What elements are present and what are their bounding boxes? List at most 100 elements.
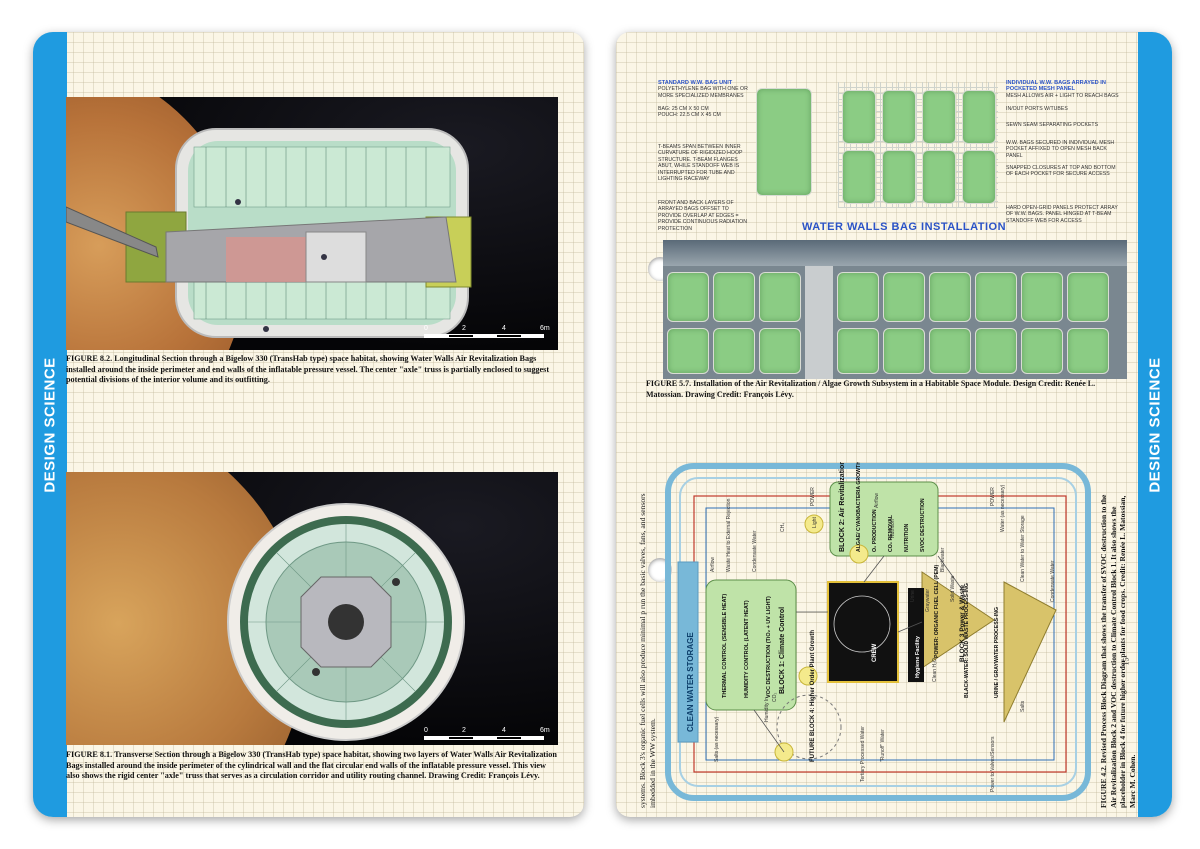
block-1-label: BLOCK 1: Climate Control <box>779 607 786 694</box>
mesh-bag <box>882 150 916 204</box>
flow-label: Condensate Water <box>1050 560 1056 602</box>
figure-8-2-caption: FIGURE 8.2. Longitudinal Section through… <box>66 354 550 384</box>
installed-bag <box>1021 272 1063 322</box>
arrayed-note: INDIVIDUAL W.W. BAGS ARRAYED IN POCKETED… <box>1006 80 1126 99</box>
flow-label: Power to Valves/Sensors <box>990 736 996 792</box>
installed-bag <box>713 272 755 322</box>
flow-label: POWER <box>990 487 996 506</box>
figure-8-1-image: 0 2 4 6m <box>66 472 558 745</box>
flow-label: Light <box>812 517 818 528</box>
installed-bag <box>1067 272 1109 322</box>
offset-note: FRONT AND BACK LAYERS OF ARRAYED BAGS OF… <box>658 200 747 232</box>
section-tab: DESIGN SCIENCE <box>1138 32 1172 817</box>
right-page: DESIGN SCIENCE STANDARD W.W. BAG UNIT PO… <box>616 32 1172 817</box>
flow-label: Urine <box>910 590 916 602</box>
section-tab-label: DESIGN SCIENCE <box>41 356 59 493</box>
installed-bag <box>837 272 879 322</box>
figure-8-2-image: 0 2 4 6m <box>66 97 558 350</box>
scale-bar <box>424 736 544 740</box>
t-beam-web <box>805 266 833 379</box>
mesh-bag <box>922 90 956 144</box>
block-1-part: HUMIDITY CONTROL (LATENT HEAT) <box>744 600 750 698</box>
ports-note: IN/OUT PORTS W/TUBES <box>1006 106 1068 112</box>
installed-bag <box>1067 328 1109 374</box>
block-3-label: BLOCK 3 Power & Waste <box>959 585 966 662</box>
installed-bag <box>713 328 755 374</box>
installed-bag <box>667 272 709 322</box>
installed-bag <box>929 328 971 374</box>
habitat-longitudinal-section <box>66 128 472 338</box>
installed-bag <box>975 328 1017 374</box>
flow-label: Solid Waste <box>950 575 956 602</box>
figure-5-7-image <box>663 240 1127 379</box>
installed-bag <box>883 272 925 322</box>
scale-label: 4 <box>502 325 506 332</box>
flow-label: Blackwater <box>940 547 946 572</box>
mesh-bag <box>922 150 956 204</box>
flow-label: Graywater <box>925 589 931 612</box>
scale-label: 0 <box>424 727 428 734</box>
flow-label: Clean H₂O <box>932 658 938 682</box>
flow-label: Airflow <box>710 557 716 572</box>
crew-label: CREW <box>872 643 878 662</box>
installed-bag <box>975 272 1017 322</box>
flow-label: Salts (as necessary) <box>714 716 720 762</box>
flow-label: "Runoff" Water <box>880 729 886 762</box>
standard-unit-note: STANDARD W.W. BAG UNIT POLYETHYLENE BAG … <box>658 80 748 118</box>
mesh-bag <box>842 90 876 144</box>
flow-label: CO₂ <box>772 693 778 703</box>
figure-8-1-caption: FIGURE 8.1. Transverse Section through a… <box>66 750 557 780</box>
arrayed-title: INDIVIDUAL W.W. BAGS ARRAYED IN POCKETED… <box>1006 80 1106 93</box>
block-2-part: ALGAE/ CYANOBACTERIA GROWTH <box>856 462 862 552</box>
flow-label: Tertiary Processed Water <box>860 726 866 782</box>
scale-label: 6m <box>540 727 550 734</box>
block-3-part: URINE / GRAYWATER PROCESS-ING <box>994 607 1000 698</box>
t-beam-rail <box>663 240 1127 266</box>
block-2-label: BLOCK 2: Air Revitalization <box>839 462 846 552</box>
block-2-part: O₂ PRODUCTION <box>872 509 878 552</box>
installed-bag <box>883 328 925 374</box>
hygiene-facility-label: Hygiene Facility <box>915 635 921 678</box>
scale-label: 4 <box>502 727 506 734</box>
installed-bag <box>759 272 801 322</box>
mesh-bag <box>962 150 996 204</box>
block-2-part: SVOC DESTRUCTION <box>920 498 926 552</box>
mesh-bag <box>842 150 876 204</box>
flow-label: Clean Water to Water Storage <box>1020 515 1026 582</box>
process-block-diagram: CLEAN WATER STORAGE BLOCK 1: Climate Cont… <box>665 460 1091 801</box>
standard-unit-title: STANDARD W.W. BAG UNIT <box>658 80 733 86</box>
left-page: DESIGN SCIENCE <box>33 32 584 817</box>
mesh-bag <box>882 90 916 144</box>
block-3-part: BLACK-WATER: SOLID WASTE PROCESS-ING <box>964 583 970 698</box>
figure-4-2-diagram: CLEAN WATER STORAGE BLOCK 1: Climate Cont… <box>664 460 1094 802</box>
block-2-part: CO₂ REMOVAL <box>888 514 894 552</box>
figure-4-2-caption: FIGURE 4.2. Revised Process Block Diagra… <box>1099 494 1137 808</box>
block-1-part: VOC DESTRUCTION (TiO₂ + UV LIGHT) <box>766 596 772 698</box>
flow-label: Salts <box>1020 700 1026 712</box>
flow-label: Condensate Water <box>752 530 758 572</box>
installed-bag <box>837 328 879 374</box>
panel-note: HARD OPEN-GRID PANELS PROTECT ARRAY OF W… <box>1006 205 1118 224</box>
flow-label: CH₄ <box>780 523 786 532</box>
clean-water-storage-label: CLEAN WATER STORAGE <box>686 632 695 732</box>
page-number: 15 <box>1121 657 1131 666</box>
standard-bag-unit <box>756 88 812 196</box>
block-4-label: FUTURE BLOCK 4: Higher Order Plant Growt… <box>810 630 816 762</box>
block-1-part: THERMAL CONTROL (SENSIBLE HEAT) <box>722 594 728 698</box>
scale-label: 2 <box>462 727 466 734</box>
bag-size: BAG: 25 CM x 50 CM <box>658 105 709 112</box>
scale-label: 2 <box>462 325 466 332</box>
mesh-bag <box>962 90 996 144</box>
installed-bag <box>759 328 801 374</box>
flow-label: Water (as necessary) <box>1000 484 1006 532</box>
scale-bar <box>424 334 544 338</box>
pouch-size: POUCH: 22.5 CM x 45 CM <box>658 112 721 119</box>
tbeam-note: T-BEAMS SPAN BETWEEN INNER CURVATURE OF … <box>658 144 743 183</box>
standard-unit-desc: POLYETHYLENE BAG WITH ONE OR MORE SPECIA… <box>658 86 748 99</box>
pocket-note: W.W. BAGS SECURED IN INDIVIDUAL MESH POC… <box>1006 140 1115 159</box>
block-3-part: POWER: ORGANIC FUEL CELL (PEM) <box>934 565 940 658</box>
section-tab-label: DESIGN SCIENCE <box>1146 356 1164 493</box>
seam-note: SEWN SEAM SEPARATING POCKETS <box>1006 122 1099 128</box>
closure-note: SNAPPED CLOSURES AT TOP AND BOTTOM OF EA… <box>1006 165 1116 178</box>
habitat-transverse-section <box>227 503 465 741</box>
